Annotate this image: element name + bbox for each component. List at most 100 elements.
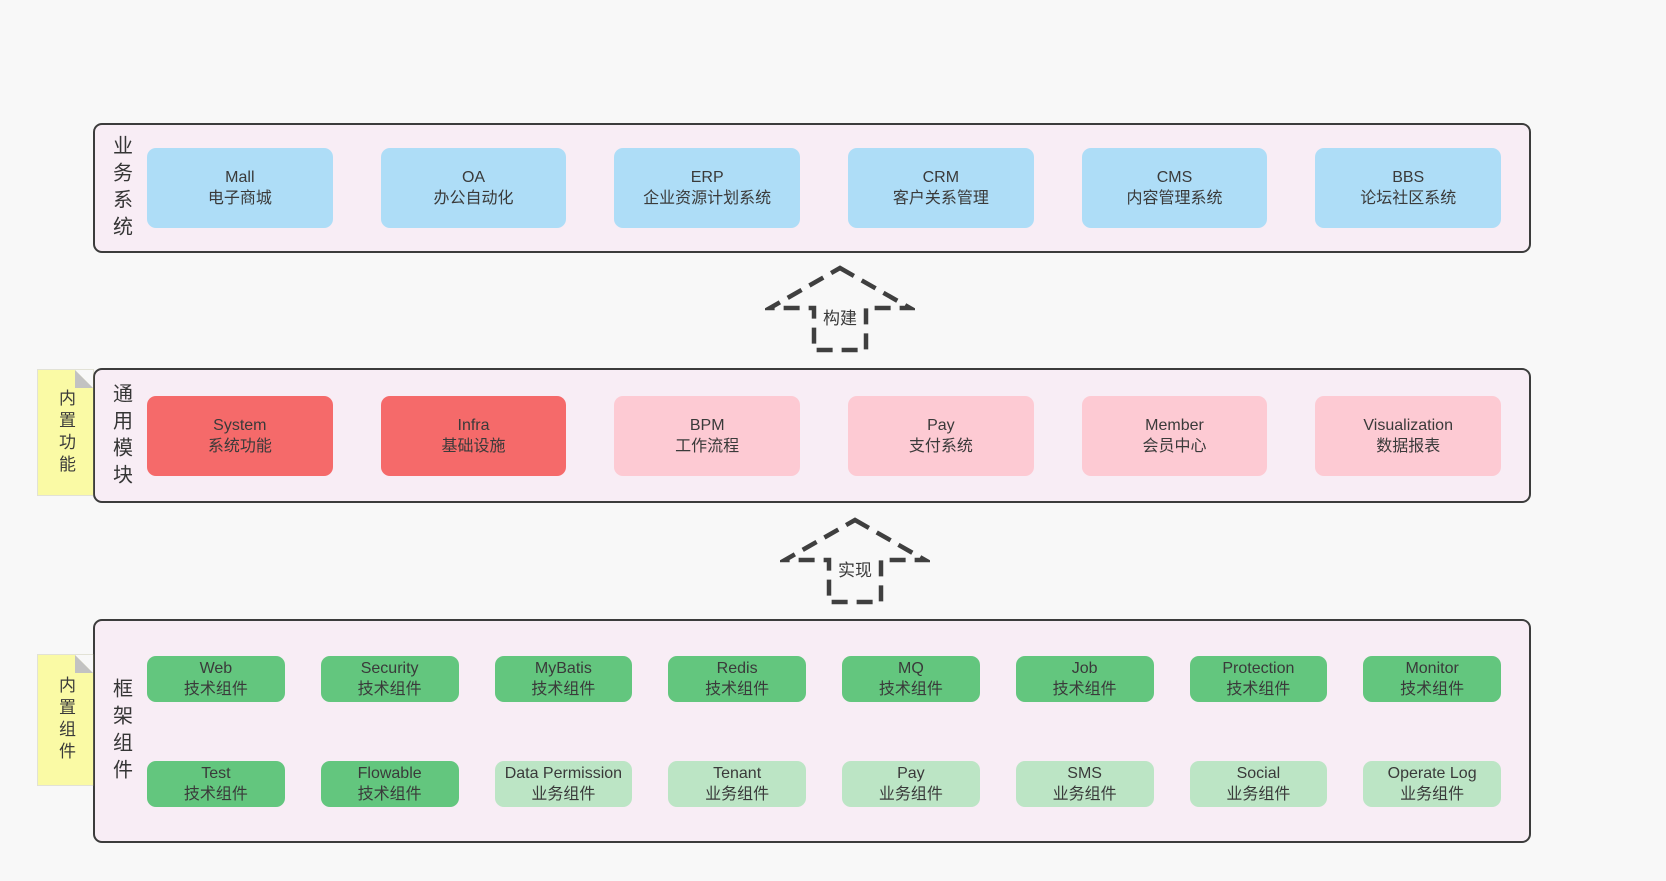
component-box-mybatis: MyBatis 技术组件 xyxy=(494,655,633,702)
component-box-subtitle: 业务组件 xyxy=(1226,785,1291,803)
component-box-subtitle: 支付系统 xyxy=(908,437,973,455)
folded-corner-icon xyxy=(75,370,93,388)
component-box-social: Social 业务组件 xyxy=(1189,760,1328,807)
component-box-title: Web xyxy=(199,659,233,677)
component-box-subtitle: 技术组件 xyxy=(878,680,943,698)
component-box-operate-log: Operate Log 业务组件 xyxy=(1363,760,1501,807)
component-box-title: MyBatis xyxy=(534,659,592,677)
component-box-data-permission: Data Permission 业务组件 xyxy=(494,760,633,807)
component-box-subtitle: 数据报表 xyxy=(1376,437,1441,455)
band-label-framework-components: 框架组件 xyxy=(109,678,132,786)
component-box-subtitle: 客户关系管理 xyxy=(892,190,989,207)
component-box-title: Tenant xyxy=(713,764,762,782)
component-box-visualization: Visualization 数据报表 xyxy=(1315,395,1502,476)
component-box-subtitle: 业务组件 xyxy=(705,785,770,803)
band-common-modules: 通用模块 System 系统功能 Infra 基础设施 BPM 工作流程 Pay 支付系统 Me… xyxy=(93,368,1531,503)
component-box-title: Visualization xyxy=(1363,416,1453,434)
component-box-monitor: Monitor 技术组件 xyxy=(1363,655,1501,702)
component-box-title: Operate Log xyxy=(1387,764,1477,782)
dashed-up-arrow-icon xyxy=(765,265,915,353)
dashed-up-arrow-icon xyxy=(780,517,930,605)
component-box-subtitle: 技术组件 xyxy=(1400,680,1465,698)
component-box-title: System xyxy=(213,416,267,434)
component-box-title: Pay xyxy=(927,416,955,434)
component-box-title: Infra xyxy=(457,416,490,434)
component-box-title: Social xyxy=(1236,764,1281,782)
component-box-subtitle: 办公自动化 xyxy=(433,190,514,207)
component-box-subtitle: 技术组件 xyxy=(1052,680,1117,698)
component-box-web: Web 技术组件 xyxy=(147,655,285,702)
component-box-subtitle: 业务组件 xyxy=(1400,785,1465,803)
component-box-job: Job 技术组件 xyxy=(1015,655,1154,702)
component-box-title: ERP xyxy=(690,169,724,186)
component-box-subtitle: 业务组件 xyxy=(531,785,596,803)
arrow-build-label: 构建 xyxy=(819,303,861,330)
component-box-title: Security xyxy=(360,659,419,677)
component-box-tenant: Tenant 业务组件 xyxy=(668,760,806,807)
component-box-title: Flowable xyxy=(357,764,422,782)
component-box-sms: SMS 业务组件 xyxy=(1015,760,1154,807)
component-box-title: Job xyxy=(1071,659,1098,677)
component-box-subtitle: 基础设施 xyxy=(441,437,506,455)
component-box-crm: CRM 客户关系管理 xyxy=(848,148,1034,228)
component-box-title: SMS xyxy=(1067,764,1102,782)
component-box-subtitle: 技术组件 xyxy=(531,680,596,698)
component-box-title: Member xyxy=(1145,416,1204,434)
sticky-label-builtin-components: 内置组件 xyxy=(56,676,75,764)
component-box-protection: Protection 技术组件 xyxy=(1189,655,1328,702)
component-box-bpm: BPM 工作流程 xyxy=(614,395,801,476)
component-box-subtitle: 工作流程 xyxy=(675,437,740,455)
arrow-build: 构建 xyxy=(765,263,915,355)
component-box-title: Pay xyxy=(897,764,925,782)
component-box-title: CRM xyxy=(922,169,960,186)
component-box-title: Data Permission xyxy=(504,764,623,782)
component-box-title: CMS xyxy=(1156,169,1193,186)
arrow-implement-label: 实现 xyxy=(834,555,876,582)
component-box-subtitle: 业务组件 xyxy=(1052,785,1117,803)
component-box-system: System 系统功能 xyxy=(147,395,333,476)
component-box-subtitle: 系统功能 xyxy=(207,437,272,455)
sticky-note-builtin-components: 内置组件 xyxy=(38,655,93,785)
arrow-implement: 实现 xyxy=(780,515,930,607)
component-box-title: BPM xyxy=(689,416,725,434)
component-box-title: MQ xyxy=(897,659,924,677)
component-box-subtitle: 技术组件 xyxy=(1226,680,1291,698)
component-box-title: Redis xyxy=(716,659,758,677)
component-box-title: Mall xyxy=(225,169,255,186)
sticky-note-builtin-features: 内置功能 xyxy=(38,370,93,495)
component-box-subtitle: 技术组件 xyxy=(357,680,422,698)
component-box-subtitle: 会员中心 xyxy=(1142,437,1207,455)
component-box-subtitle: 技术组件 xyxy=(183,785,248,803)
component-box-member: Member 会员中心 xyxy=(1081,395,1268,476)
component-box-test: Test 技术组件 xyxy=(147,760,285,807)
component-box-subtitle: 电子商城 xyxy=(207,190,272,207)
component-box-mq: MQ 技术组件 xyxy=(842,655,980,702)
common-modules-box-row: System 系统功能 Infra 基础设施 BPM 工作流程 Pay 支付系统 Member 会… xyxy=(147,370,1529,501)
band-label-common-modules: 通用模块 xyxy=(109,382,132,491)
component-box-subtitle: 技术组件 xyxy=(705,680,770,698)
component-box-security: Security 技术组件 xyxy=(320,655,459,702)
component-box-infra: Infra 基础设施 xyxy=(380,395,567,476)
component-box-title: Monitor xyxy=(1405,659,1459,677)
component-box-subtitle: 技术组件 xyxy=(357,785,422,803)
band-label-business-systems: 业务系统 xyxy=(109,135,132,243)
component-box-oa: OA 办公自动化 xyxy=(380,148,567,228)
sticky-label-builtin-features: 内置功能 xyxy=(56,388,75,477)
component-box-flowable: Flowable 技术组件 xyxy=(320,760,459,807)
component-box-title: OA xyxy=(461,169,486,186)
component-box-redis: Redis 技术组件 xyxy=(668,655,806,702)
component-box-pay: Pay 支付系统 xyxy=(848,395,1034,476)
folded-corner-icon xyxy=(75,655,93,673)
component-box-subtitle: 技术组件 xyxy=(183,680,248,698)
component-box-title: Protection xyxy=(1222,659,1295,677)
component-box-title: Test xyxy=(201,764,231,782)
